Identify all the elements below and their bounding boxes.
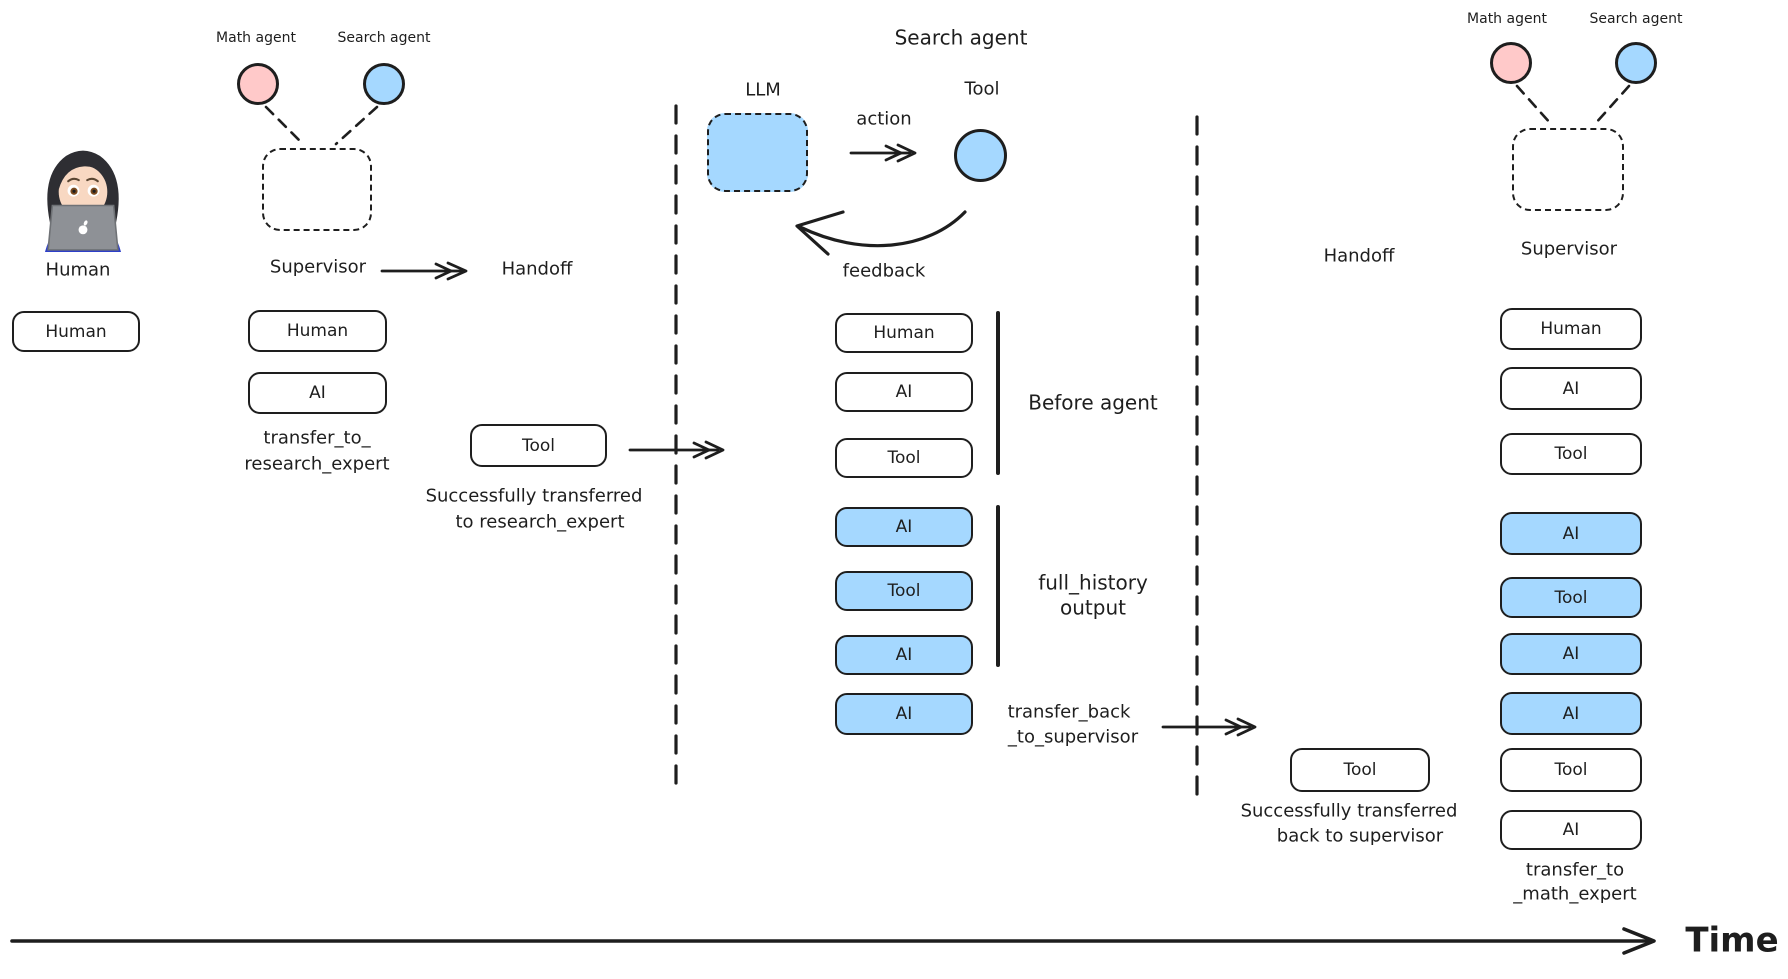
message-tool: Tool bbox=[835, 438, 973, 478]
eye bbox=[67, 184, 80, 197]
supervisor-node bbox=[262, 148, 372, 231]
message-ai: AI bbox=[248, 372, 387, 414]
transfer-note-line2: _math_expert bbox=[1513, 883, 1637, 905]
transfer-back-line1: transfer_back bbox=[1007, 701, 1131, 723]
handoff-label: Handoff bbox=[501, 258, 573, 280]
transfer-back-arrow bbox=[1161, 717, 1257, 737]
before-agent-label: Before agent bbox=[1028, 390, 1158, 415]
message-human: Human bbox=[12, 311, 140, 352]
supervisor-node bbox=[1512, 128, 1624, 211]
transfer-note-line1: transfer_to_ bbox=[263, 427, 371, 449]
success-note-line2: to research_expert bbox=[455, 511, 625, 533]
message-tool: Tool bbox=[1290, 748, 1430, 792]
middle-panel-title: Search agent bbox=[894, 25, 1028, 50]
llm-label: LLM bbox=[745, 79, 781, 101]
message-ai: AI bbox=[835, 372, 973, 412]
iris bbox=[70, 187, 78, 195]
apple-leaf bbox=[83, 220, 88, 226]
action-arrow bbox=[849, 143, 917, 163]
pupil bbox=[72, 189, 76, 193]
time-axis-arrow bbox=[10, 927, 1656, 955]
supervisor-label: Supervisor bbox=[269, 256, 367, 278]
feedback-label: feedback bbox=[842, 260, 926, 282]
message-ai: AI bbox=[1500, 810, 1642, 850]
human-technologist-emoji bbox=[44, 150, 122, 252]
hair bbox=[47, 150, 119, 233]
time-axis-label: Time bbox=[1685, 920, 1779, 961]
transfer-back-line2: _to_supervisor bbox=[1007, 726, 1139, 748]
message-tool: Tool bbox=[470, 424, 607, 467]
tool-to-agent-arrow bbox=[628, 440, 725, 460]
message-ai-highlighted: AI bbox=[1500, 633, 1642, 675]
handoff-label: Handoff bbox=[1323, 245, 1395, 267]
hair-right bbox=[105, 163, 116, 229]
face bbox=[58, 165, 108, 219]
iris bbox=[90, 187, 98, 195]
search-agent-label: Search agent bbox=[337, 29, 431, 46]
right-agent-connectors bbox=[1515, 84, 1631, 126]
search-agent-label: Search agent bbox=[1589, 10, 1683, 27]
full-history-label-line2: output bbox=[1060, 595, 1126, 620]
supervisor-to-handoff-arrow bbox=[380, 261, 468, 281]
full-history-label-line1: full_history bbox=[1038, 570, 1148, 595]
math-agent-label: Math agent bbox=[216, 29, 296, 46]
message-tool: Tool bbox=[1500, 748, 1642, 792]
message-tool-highlighted: Tool bbox=[835, 571, 973, 611]
eye bbox=[87, 184, 100, 197]
message-human: Human bbox=[1500, 308, 1642, 350]
feedback-arrow bbox=[795, 210, 967, 256]
search-agent-node bbox=[363, 63, 405, 105]
message-tool-highlighted: Tool bbox=[1500, 577, 1642, 618]
action-label: action bbox=[856, 108, 912, 130]
message-tool: Tool bbox=[1500, 433, 1642, 475]
message-ai: AI bbox=[1500, 367, 1642, 410]
message-ai-highlighted: AI bbox=[1500, 692, 1642, 735]
left-agent-connectors bbox=[264, 105, 379, 146]
message-human: Human bbox=[835, 313, 973, 353]
math-agent-node bbox=[237, 63, 279, 105]
message-ai-highlighted: AI bbox=[1500, 512, 1642, 555]
search-agent-node bbox=[1615, 42, 1657, 84]
pupil bbox=[92, 189, 96, 193]
math-agent-node bbox=[1490, 42, 1532, 84]
success-note-line2: back to supervisor bbox=[1276, 825, 1444, 847]
hair-left bbox=[50, 163, 61, 229]
message-human: Human bbox=[248, 310, 387, 352]
success-note-line1: Successfully transferred bbox=[425, 485, 643, 507]
math-agent-label: Math agent bbox=[1467, 10, 1547, 27]
eyebrow bbox=[67, 177, 80, 183]
llm-node bbox=[707, 113, 808, 192]
human-figure-label: Human bbox=[45, 259, 111, 281]
message-ai-highlighted: AI bbox=[835, 693, 973, 735]
message-ai-highlighted: AI bbox=[835, 507, 973, 547]
hair-fringe bbox=[58, 153, 109, 190]
transfer-note-line1: transfer_to bbox=[1525, 859, 1625, 881]
supervisor-label: Supervisor bbox=[1520, 238, 1618, 260]
laptop-icon bbox=[47, 204, 119, 251]
shirt bbox=[44, 222, 122, 252]
message-ai-highlighted: AI bbox=[835, 635, 973, 675]
tool-label: Tool bbox=[964, 78, 1000, 100]
apple-logo-icon bbox=[78, 225, 88, 235]
transfer-note-line2: research_expert bbox=[244, 453, 390, 475]
success-note-line1: Successfully transferred bbox=[1240, 800, 1458, 822]
eyebrow bbox=[86, 177, 99, 183]
tool-node bbox=[954, 129, 1007, 182]
